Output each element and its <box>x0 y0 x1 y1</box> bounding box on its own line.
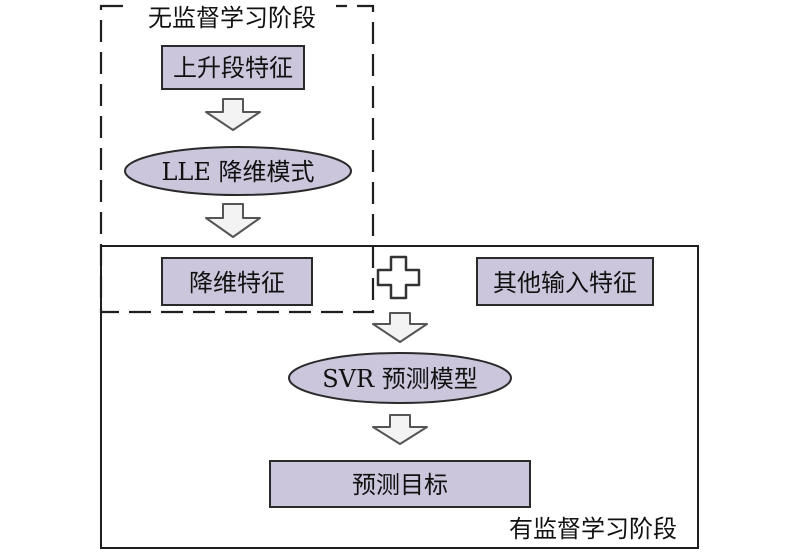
unsupervised-stage-label-backdrop <box>128 0 336 34</box>
lle-reduction-ellipse <box>124 146 352 196</box>
down-arrow-3 <box>372 312 428 343</box>
reduced-features-box <box>161 257 313 306</box>
down-arrow-4 <box>372 414 428 445</box>
plus-icon <box>376 255 421 300</box>
other-input-features-label: 其他输入特征 <box>493 269 637 297</box>
rising-features-label: 上升段特征 <box>173 54 293 82</box>
unsupervised-stage-label: 无监督学习阶段 <box>148 4 316 32</box>
reduced-features-label: 降维特征 <box>189 269 285 297</box>
svr-model-ellipse <box>288 352 512 404</box>
supervised-stage-border <box>100 245 699 549</box>
other-input-features-box <box>476 257 654 306</box>
svr-model-label: SVR 预测模型 <box>322 365 477 393</box>
down-arrow-1 <box>205 98 261 131</box>
down-arrow-2 <box>205 203 261 238</box>
supervised-stage-label: 有监督学习阶段 <box>509 515 677 543</box>
rising-features-box <box>161 45 305 90</box>
lle-reduction-label: LLE 降维模式 <box>161 158 314 186</box>
prediction-target-label: 预测目标 <box>352 471 448 499</box>
prediction-target-box <box>269 460 531 508</box>
